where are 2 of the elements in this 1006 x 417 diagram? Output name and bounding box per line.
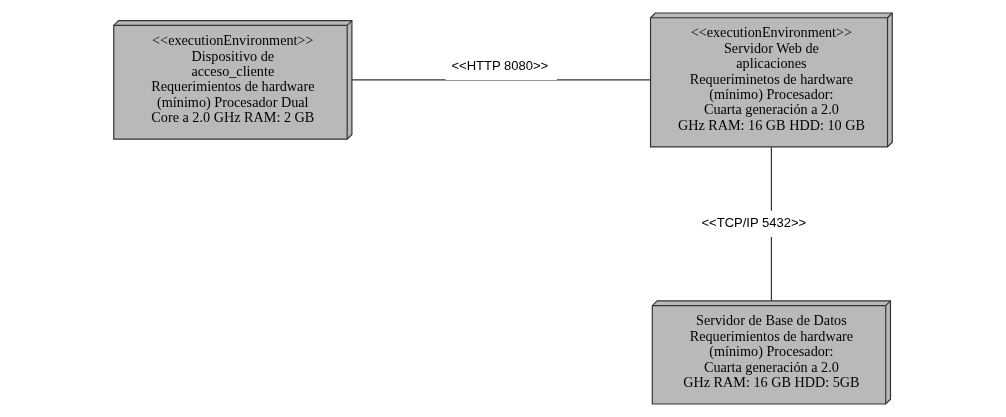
edge-label: <<HTTP 8080>> — [451, 58, 549, 74]
edge-label: <<TCP/IP 5432>> — [701, 215, 807, 231]
